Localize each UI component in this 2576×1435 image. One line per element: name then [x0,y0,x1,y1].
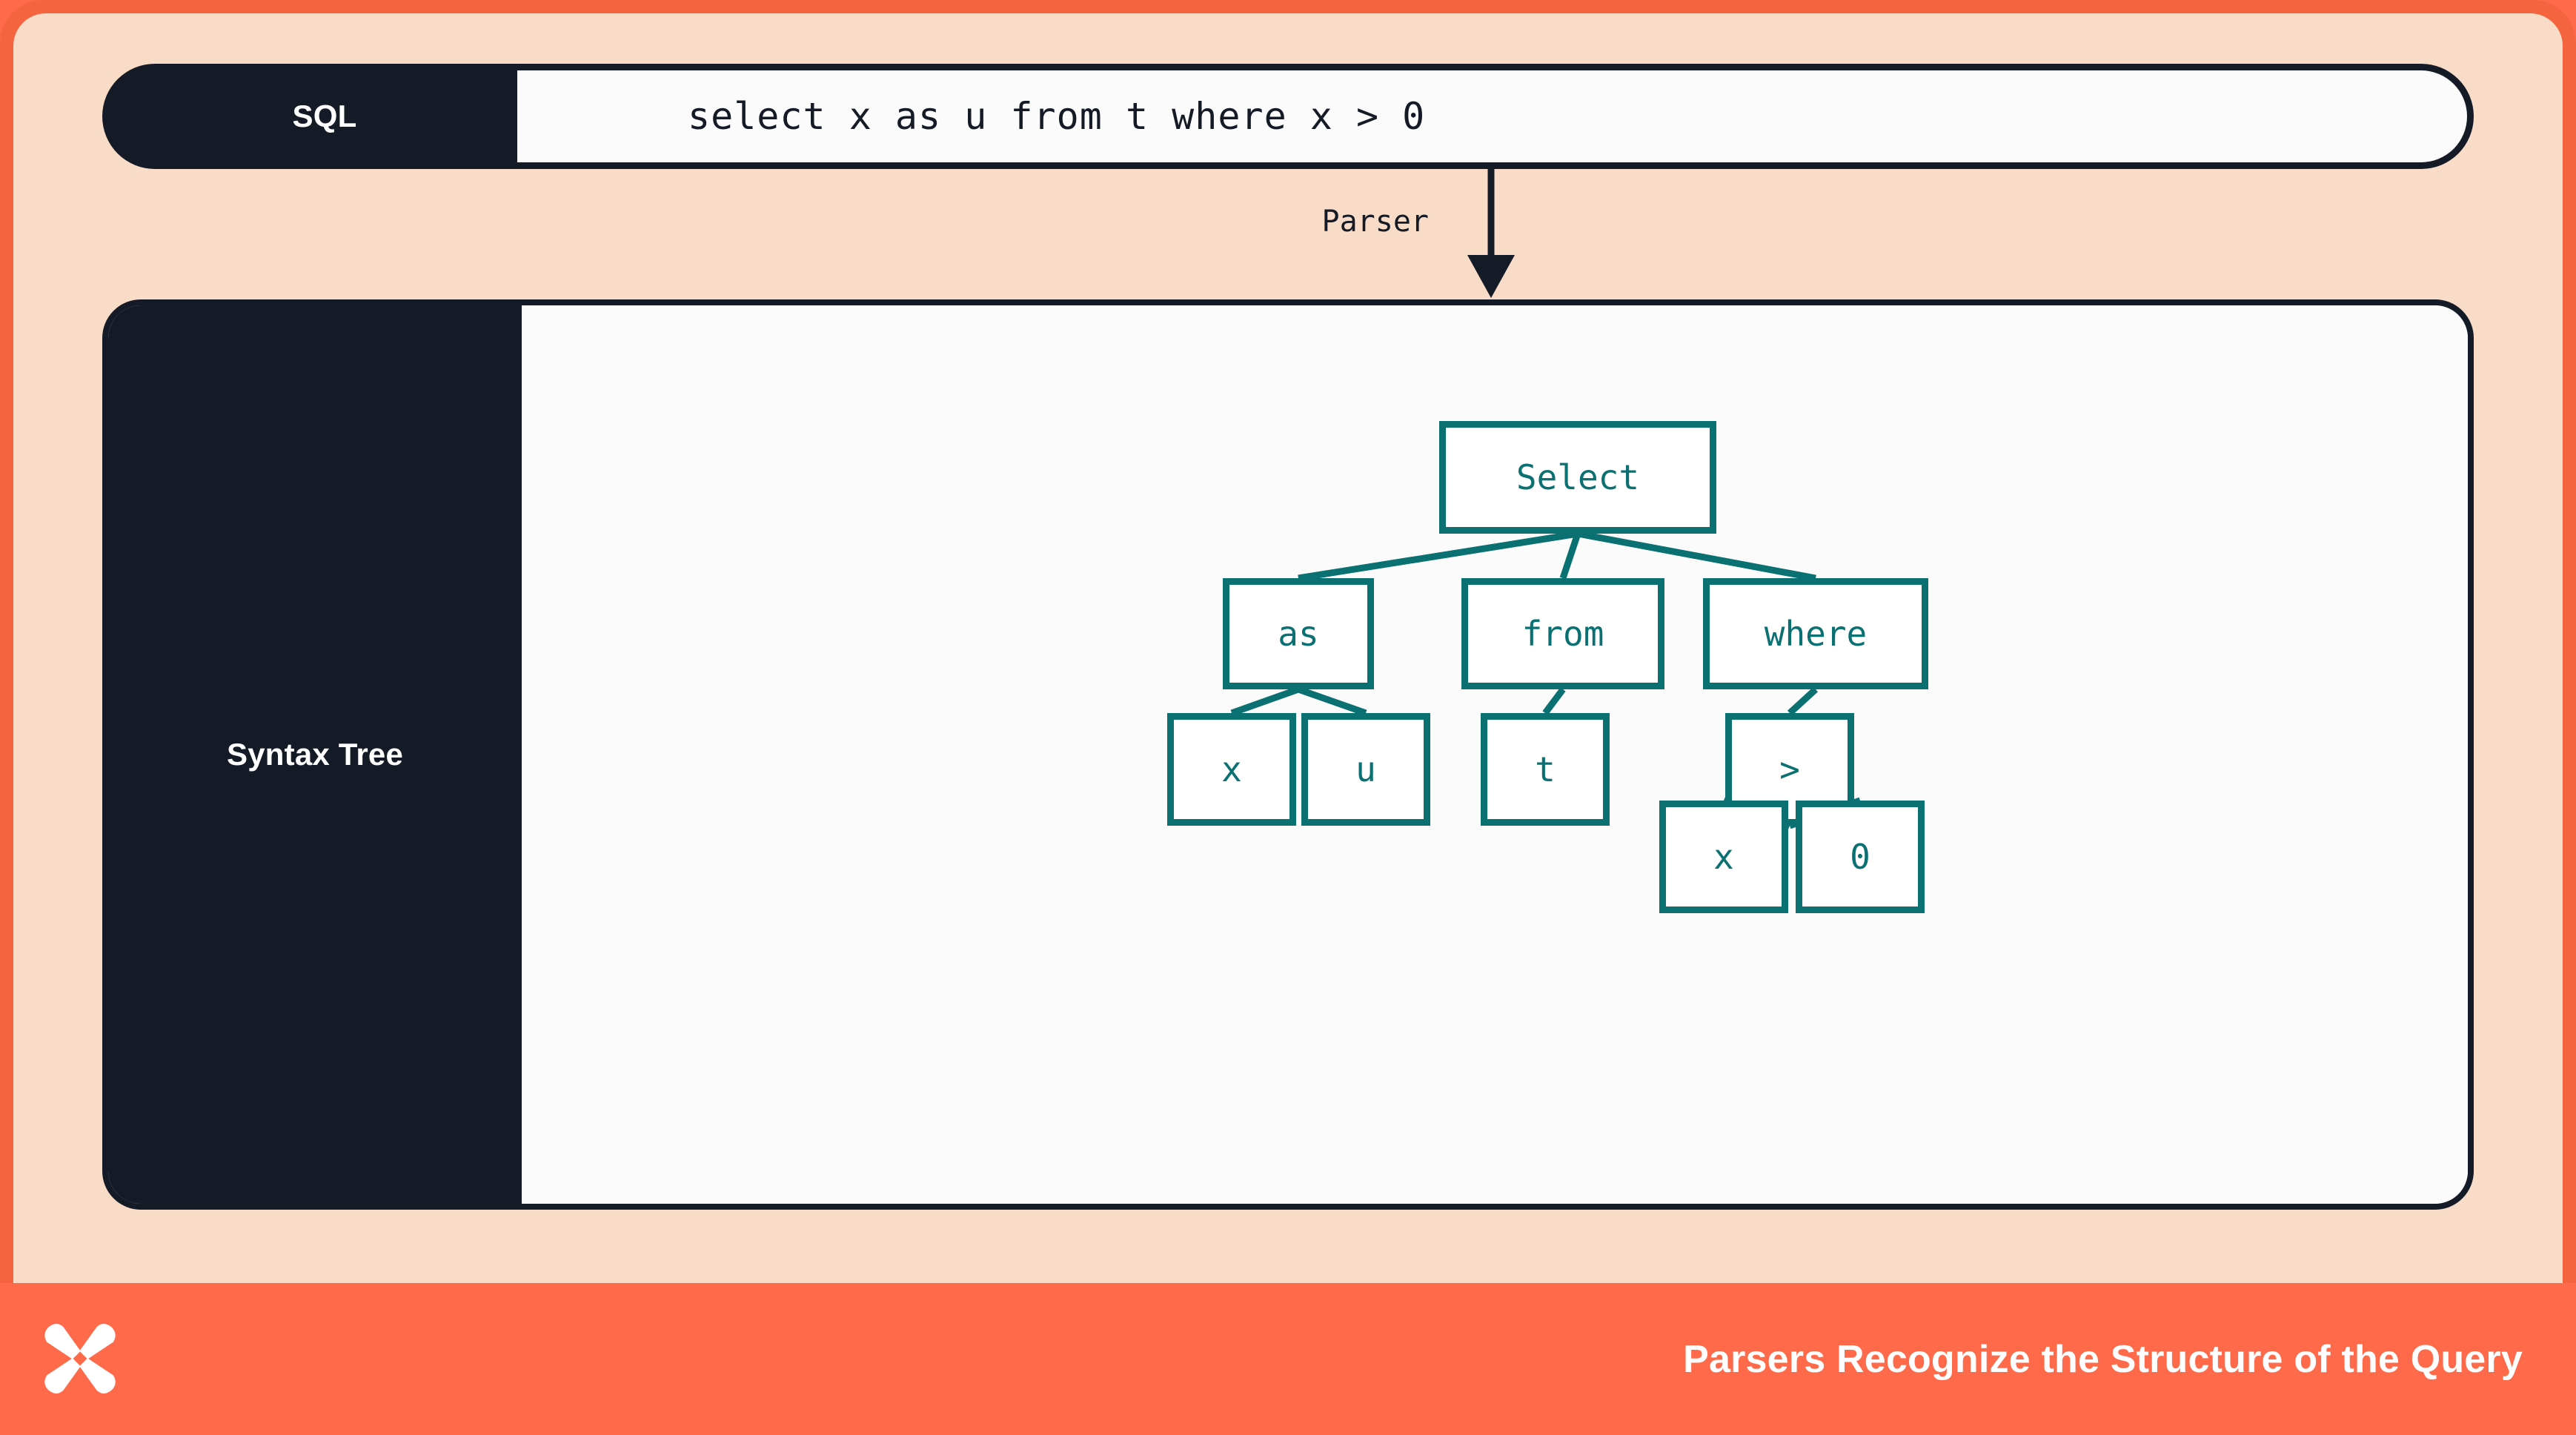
tree-node-select[interactable]: Select [1439,421,1716,534]
tree-node-label: where [1764,614,1868,654]
footer-bar: Parsers Recognize the Structure of the Q… [0,1283,2576,1435]
tree-node-where[interactable]: where [1703,578,1928,689]
tree-node-t[interactable]: t [1481,713,1610,826]
tree-edge [1230,686,1300,717]
tree-node-label: u [1355,749,1376,789]
sql-query-field[interactable]: select x as u from t where x > 0 [517,64,2474,169]
tree-node-label: Select [1516,457,1640,497]
tree-node-label: t [1535,749,1556,789]
tree-node-label: x [1713,837,1734,877]
tree-edge [1577,530,1816,582]
sql-query-text: select x as u from t where x > 0 [688,95,1426,138]
tree-node-label: x [1221,749,1242,789]
tree-node-from[interactable]: from [1461,578,1664,689]
tree-node-zero[interactable]: 0 [1796,801,1925,913]
tree-node-label: > [1779,749,1800,789]
tree-node-as[interactable]: as [1223,578,1374,689]
syntax-tree-panel: Syntax Tree Select as from where x u t > x 0 [102,299,2474,1210]
tree-edge [1542,687,1566,715]
tree-edge [1298,530,1579,582]
sql-label-text: SQL [292,99,357,133]
sql-input-row: SQL select x as u from t where x > 0 [102,64,2474,169]
tree-edge [1787,686,1819,716]
footer-caption: Parsers Recognize the Structure of the Q… [1683,1337,2523,1381]
syntax-tree-label: Syntax Tree [227,737,403,772]
tree-edge [1559,532,1581,580]
tree-node-x2[interactable]: x [1659,801,1788,913]
parser-transform: Parser [1245,169,1556,298]
tree-node-label: from [1521,614,1604,654]
syntax-tree-canvas: Select as from where x u t > x 0 [522,305,2468,1204]
tree-node-label: as [1278,614,1319,654]
sql-row-label: SQL [102,64,517,169]
butterfly-x-logo-icon [44,1323,116,1394]
tree-node-x1[interactable]: x [1167,713,1296,826]
syntax-tree-sidebar: Syntax Tree [108,305,522,1204]
tree-edge [1297,686,1367,717]
down-arrow-icon [1467,169,1515,298]
parser-label: Parser [1321,205,1430,239]
tree-node-label: 0 [1850,837,1870,877]
tree-node-u[interactable]: u [1301,713,1430,826]
